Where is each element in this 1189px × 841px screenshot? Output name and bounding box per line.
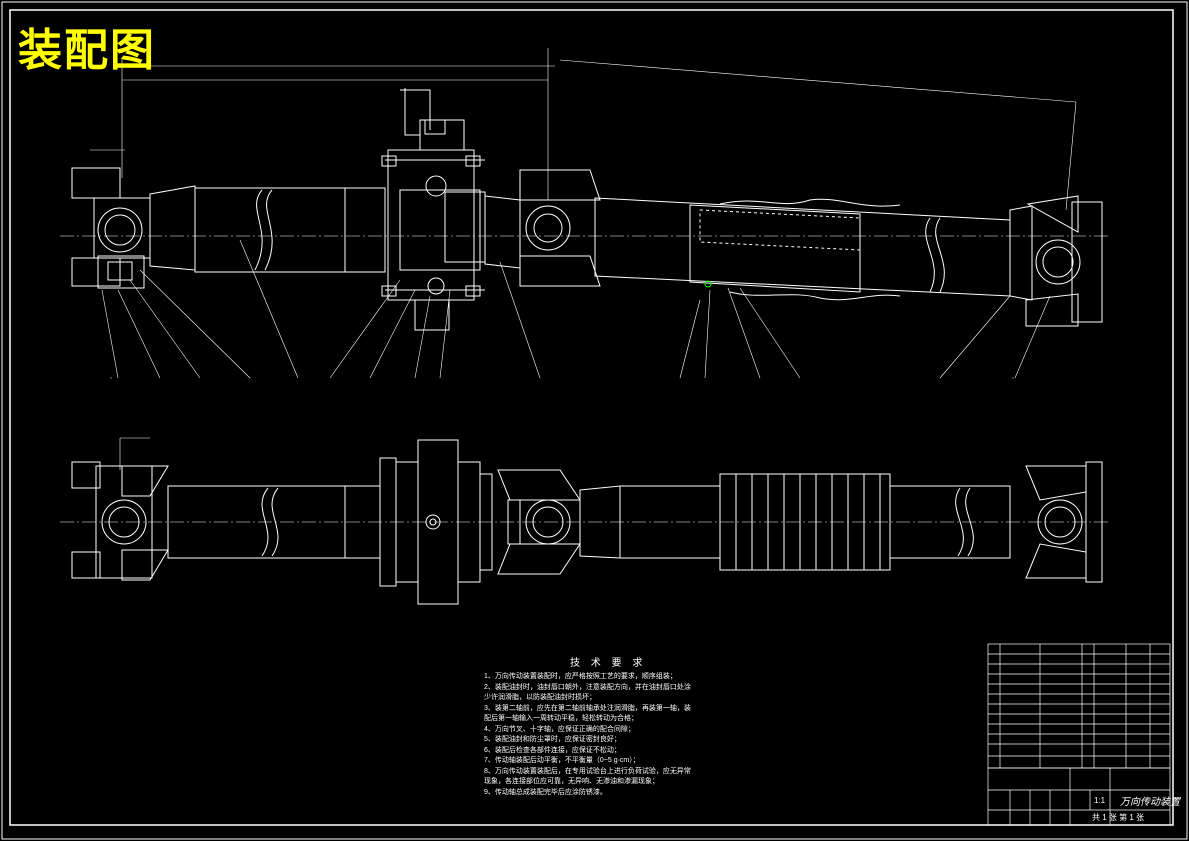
technical-requirements-heading: 技 术 要 求 [570,658,647,669]
requirement-item: 8、万向传动装置装配后，在专用试验台上进行负荷试验，应无异常 [484,767,691,775]
requirement-item: 2、装配油封时，油封唇口朝外，注意装配方向，并在油封唇口处涂 [484,683,691,691]
title-block-sheet-info: 共 1 张 第 1 张 [1092,813,1145,822]
requirement-item: 7、传动轴装配后动平衡，不平衡量（0~5 g·cm）； [484,757,640,764]
technical-requirements-list: 1、万向传动装置装配时，应严格按照工艺的要求，顺序组装； 2、装配油封时，油封唇… [484,672,714,798]
requirement-item: 少许润滑脂，以防装配油封时损坏； [484,694,596,701]
requirement-item: 3、装第二轴前，应先在第二轴前轴承处注润滑脂，再装第一轴，装 [484,704,691,712]
title-block-scale: 1:1 [1094,796,1106,805]
requirement-item: 4、万向节叉、十字轴，应保证正确的配合间隙； [484,725,635,733]
requirement-item: 6、装配后检查各部件连接，应保证不松动； [484,746,621,754]
title-block [987,643,1171,826]
inner-border [9,9,1174,826]
title-block-drawing-name: 万向传动装置 [1120,797,1180,808]
drawing-title: 装配图 [18,25,156,76]
requirement-item: 配后第一轴输入一周转动平稳，轻松转动为合格； [484,715,638,722]
requirement-item: 1、万向传动装置装配时，应严格按照工艺的要求，顺序组装； [484,673,677,680]
requirement-item: 5、装配油封和防尘罩时，应保证密封良好； [484,736,621,743]
requirement-item: 现象，各连接部位应可靠，无异响、无渗油和渗漏现象； [484,778,659,785]
requirement-item: 9、传动轴总成装配完毕后应涂防锈漆。 [484,788,607,796]
elevation-view [60,437,1110,605]
sectional-view [60,48,1110,379]
